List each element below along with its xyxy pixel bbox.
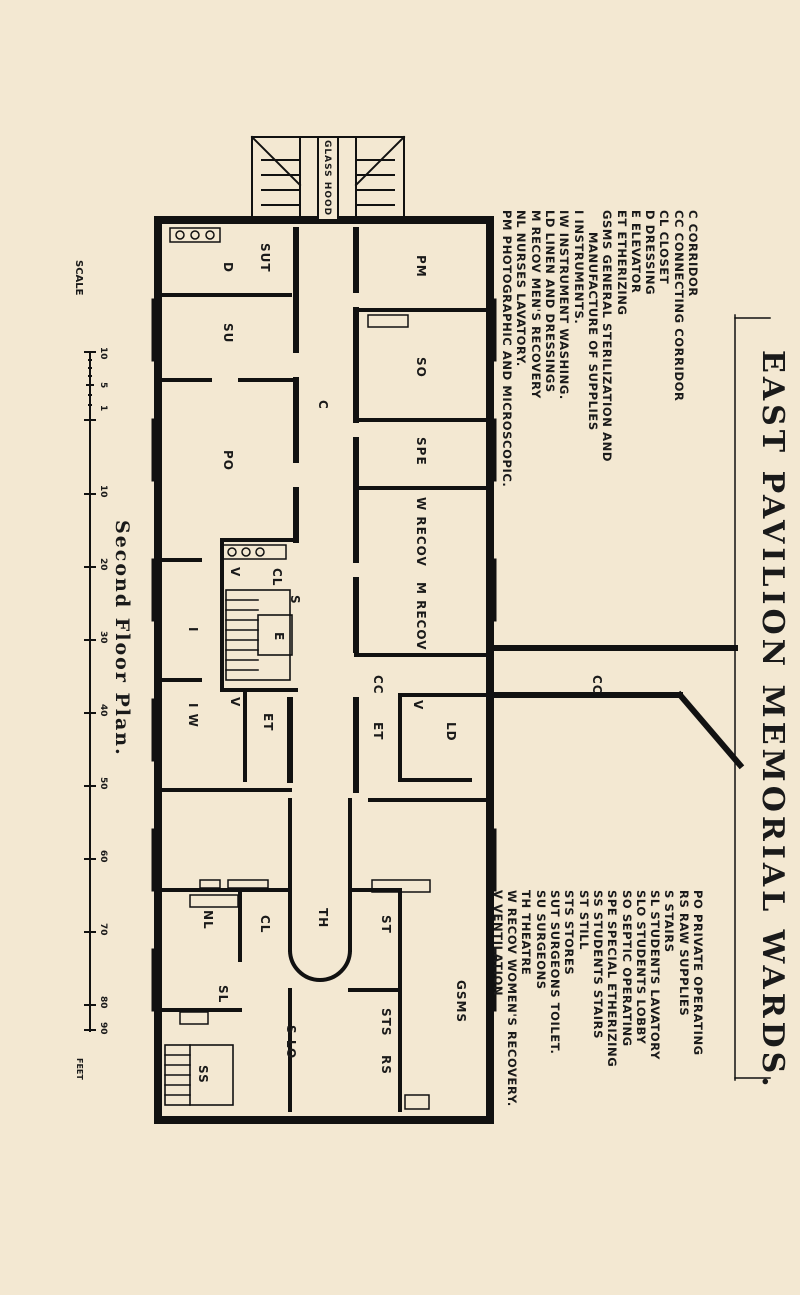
scale-label: SCALE: [73, 260, 84, 296]
scale-tick: 70: [98, 923, 108, 936]
scale-tick: 20: [98, 558, 108, 571]
scale-tick: 5: [98, 382, 108, 389]
scale-tick: 40: [98, 704, 108, 717]
scale-tick: 80: [98, 996, 108, 1009]
scale-tick: 30: [98, 631, 108, 644]
scale-tick: 50: [98, 777, 108, 790]
scale-tick: 10: [98, 347, 108, 360]
scale-tick: 90: [98, 1022, 108, 1035]
scale-tick: 60: [98, 850, 108, 863]
scale-tick: 10: [98, 485, 108, 498]
scale-unit: FEET: [75, 1058, 84, 1080]
scale-tick: 1: [98, 405, 108, 412]
